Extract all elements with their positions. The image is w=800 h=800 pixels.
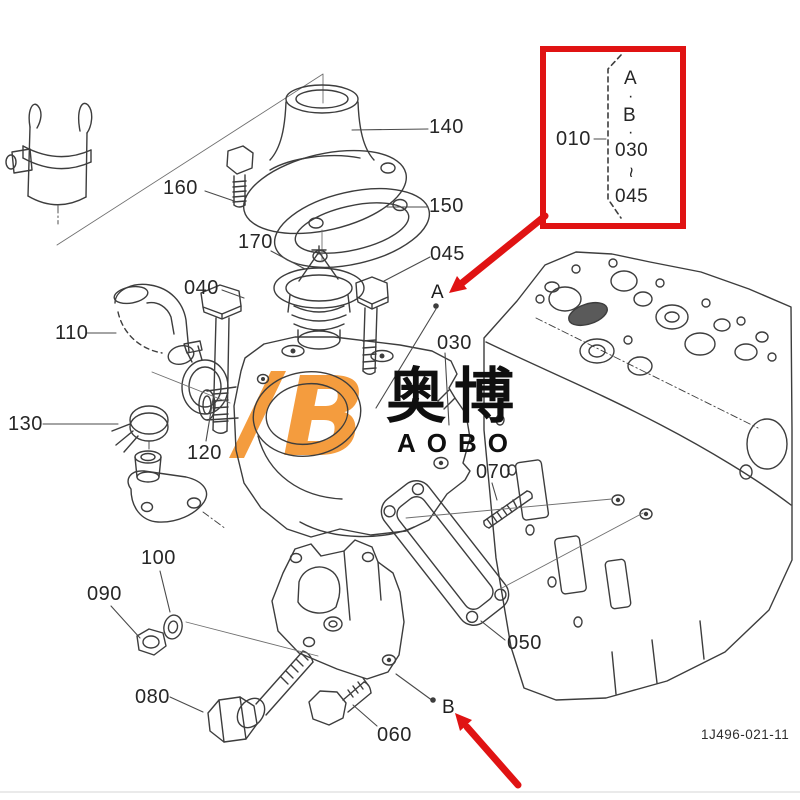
ref-box-item-b: B [623,105,637,126]
thermostat-cover-drawing [242,84,408,235]
pipe-flange-drawing [127,450,227,530]
part-label-090: 090 [87,583,122,605]
hose-pipe-drawing [5,102,93,225]
ref-box-item-tilde: ~ [619,166,641,179]
watermark-cjk: 奥博 [386,363,522,430]
bolt-040-drawing [200,284,242,434]
part-label-050: 050 [507,632,542,654]
ref-box-dashed-brace [607,54,622,219]
ref-box-item-030: 030 [615,140,649,161]
bottom-divider [0,791,800,793]
ref-box-dot-1: · [628,88,634,105]
nut-090-drawing [136,628,167,656]
cylinder-head-drawing [483,251,793,701]
part-label-040: 040 [184,277,219,299]
ref-box-item-045: 045 [615,186,649,207]
part-label-045: 045 [430,243,465,265]
diagram-code: 1J496-021-11 [701,727,790,742]
marker-a-dot [433,303,439,309]
part-label-030: 030 [437,332,472,354]
part-label-070: 070 [476,461,511,483]
highlight-box [540,46,686,229]
bolt-045-drawing [355,276,389,375]
part-label-140: 140 [429,116,464,138]
marker-b: B [442,697,455,718]
washer-100-drawing [163,614,183,640]
watermark-latin: AOBO [397,428,519,458]
water-flange-housing-drawing [198,336,471,538]
bolt-060-drawing [308,677,372,726]
leader-lines [42,128,607,727]
ref-box-item-a: A [624,68,638,89]
part-label-150: 150 [429,195,464,217]
part-label-130: 130 [8,413,43,435]
marker-b-dot [430,697,436,703]
bolt-080-drawing [207,650,314,743]
part-label-120: 120 [187,442,222,464]
hose-clamp-120-drawing [181,340,229,415]
bracket-drawing [271,539,405,680]
ref-box-dot-2: · [628,124,634,141]
aobo-logo-b: B [282,353,366,481]
spring-clamp-130-drawing [111,405,169,453]
part-label-060: 060 [377,724,412,746]
flange-gasket-drawing [380,480,510,626]
cover-gasket-drawing [273,187,431,269]
elbow-hose-drawing [113,283,195,366]
red-arrow-a [449,212,549,293]
construction-lines [151,371,644,657]
aobo-logo-slash [229,371,286,458]
part-label-010: 010 [556,128,591,150]
part-label-160: 160 [163,177,198,199]
marker-a: A [431,282,444,303]
construction-line-hose [56,73,324,246]
part-label-110: 110 [55,322,89,344]
part-label-080: 080 [135,686,170,708]
part-label-170: 170 [238,231,273,253]
part-label-100: 100 [141,547,176,569]
bolt-160-drawing [226,145,254,208]
red-arrow-b [455,713,522,789]
thermostat-drawing [273,245,365,350]
